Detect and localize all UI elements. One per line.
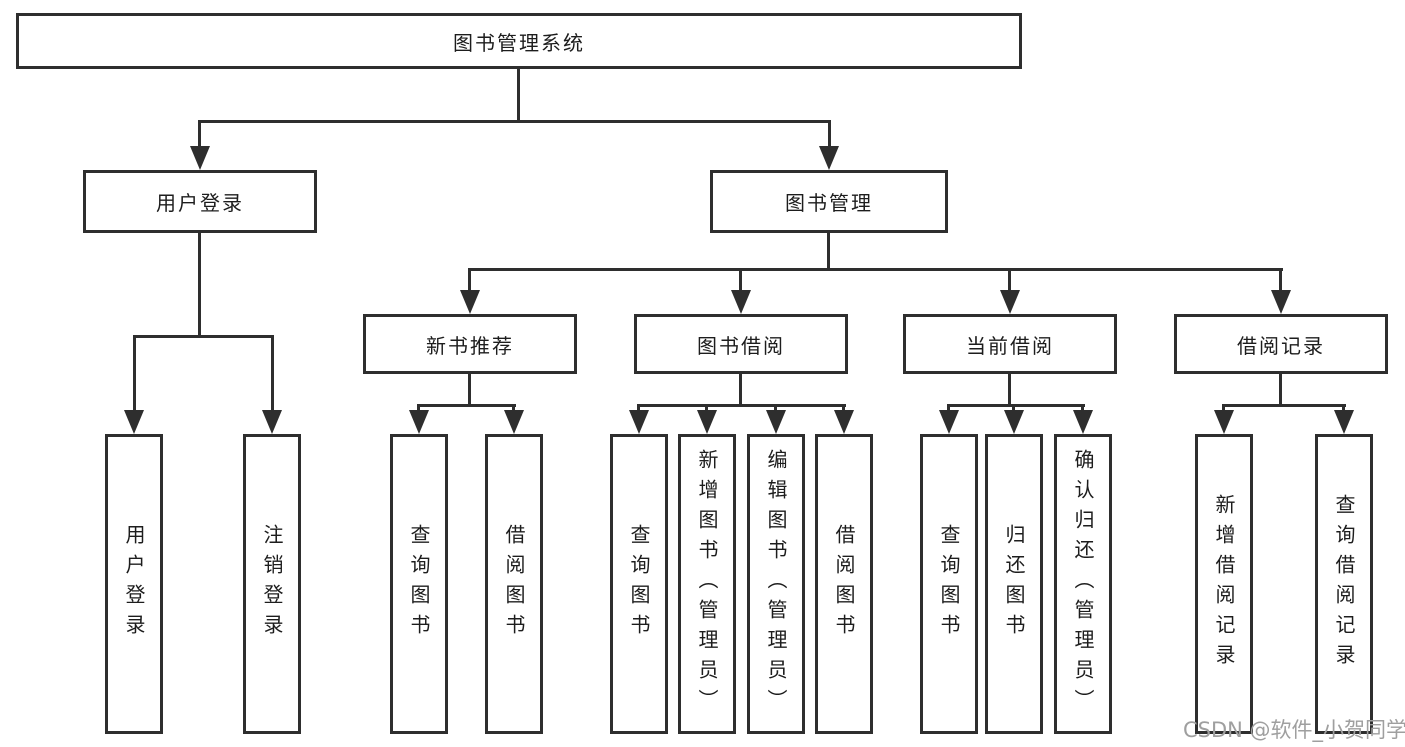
connector-line: [133, 335, 136, 414]
leaf-logout-label: 注销登录: [260, 524, 284, 644]
connector-line: [774, 404, 777, 414]
connector-line: [705, 404, 708, 414]
connector-line: [517, 68, 520, 122]
leaf-add-books-admin-label: 新增图书（管理员）: [695, 449, 719, 719]
leaf-query-books-recommend-label: 查询图书: [407, 524, 431, 644]
node-book-borrow: 图书借阅: [634, 314, 848, 374]
leaf-edit-books-admin: 编辑图书（管理员）: [747, 434, 805, 734]
connector-line: [948, 404, 1085, 407]
arrow-down-icon: [629, 410, 649, 434]
connector-line: [198, 120, 201, 150]
arrow-down-icon: [819, 146, 839, 170]
node-new-book-recommend: 新书推荐: [363, 314, 577, 374]
leaf-confirm-return-admin-label: 确认归还（管理员）: [1071, 449, 1095, 719]
arrow-down-icon: [1000, 290, 1020, 314]
csdn-watermark: CSDN @软件_小贺同学: [1183, 718, 1405, 742]
arrow-down-icon: [1271, 290, 1291, 314]
arrow-down-icon: [262, 410, 282, 434]
node-user-login-label: 用户登录: [156, 191, 244, 215]
connector-line: [1081, 404, 1084, 414]
leaf-borrow-books-recommend-label: 借阅图书: [502, 524, 526, 644]
leaf-user-login: 用户登录: [105, 434, 163, 734]
connector-line: [469, 268, 1283, 271]
connector-line: [842, 404, 845, 414]
arrow-down-icon: [1073, 410, 1093, 434]
node-book-management-label: 图书管理: [785, 191, 873, 215]
leaf-return-books: 归还图书: [985, 434, 1043, 734]
leaf-query-books-borrow-label: 查询图书: [627, 524, 651, 644]
arrow-down-icon: [124, 410, 144, 434]
leaf-edit-books-admin-label: 编辑图书（管理员）: [764, 449, 788, 719]
connector-line: [828, 120, 831, 150]
connector-line: [1012, 404, 1015, 414]
node-new-book-recommend-label: 新书推荐: [426, 333, 514, 358]
connector-line: [739, 374, 742, 407]
connector-line: [637, 404, 640, 414]
leaf-borrow-books-recommend: 借阅图书: [485, 434, 543, 734]
connector-line: [418, 404, 516, 407]
arrow-down-icon: [766, 410, 786, 434]
leaf-query-books-current: 查询图书: [920, 434, 978, 734]
arrow-down-icon: [939, 410, 959, 434]
node-borrow-records: 借阅记录: [1174, 314, 1388, 374]
connector-line: [271, 335, 274, 414]
leaf-query-books-recommend: 查询图书: [390, 434, 448, 734]
leaf-confirm-return-admin: 确认归还（管理员）: [1054, 434, 1112, 734]
node-book-management: 图书管理: [710, 170, 948, 233]
connector-line: [739, 268, 742, 294]
connector-line: [1279, 374, 1282, 407]
arrow-down-icon: [409, 410, 429, 434]
connector-line: [1008, 268, 1011, 294]
connector-line: [198, 120, 831, 123]
arrow-down-icon: [731, 290, 751, 314]
connector-line: [468, 268, 471, 294]
arrow-down-icon: [460, 290, 480, 314]
node-root-label: 图书管理系统: [453, 30, 585, 55]
leaf-query-books-current-label: 查询图书: [937, 524, 961, 644]
leaf-add-borrow-record-label: 新增借阅记录: [1212, 494, 1236, 674]
connector-line: [638, 404, 846, 407]
connector-line: [417, 404, 420, 414]
node-user-login: 用户登录: [83, 170, 317, 233]
arrow-down-icon: [190, 146, 210, 170]
leaf-return-books-label: 归还图书: [1002, 524, 1026, 644]
node-borrow-records-label: 借阅记录: [1237, 333, 1325, 358]
leaf-query-books-borrow: 查询图书: [610, 434, 668, 734]
leaf-add-borrow-record: 新增借阅记录: [1195, 434, 1253, 734]
node-book-borrow-label: 图书借阅: [697, 333, 785, 358]
leaf-borrow-books-label: 借阅图书: [832, 524, 856, 644]
arrow-down-icon: [504, 410, 524, 434]
connector-line: [1223, 404, 1346, 407]
connector-line: [1279, 268, 1282, 294]
arrow-down-icon: [1214, 410, 1234, 434]
connector-line: [1342, 404, 1345, 414]
node-current-borrow: 当前借阅: [903, 314, 1117, 374]
connector-line: [1222, 404, 1225, 414]
connector-line: [512, 404, 515, 414]
connector-line: [947, 404, 950, 414]
connector-line: [827, 233, 830, 271]
leaf-borrow-books: 借阅图书: [815, 434, 873, 734]
leaf-logout: 注销登录: [243, 434, 301, 734]
leaf-add-books-admin: 新增图书（管理员）: [678, 434, 736, 734]
arrow-down-icon: [834, 410, 854, 434]
node-current-borrow-label: 当前借阅: [966, 333, 1054, 358]
connector-line: [198, 233, 201, 338]
connector-line: [468, 374, 471, 407]
leaf-query-borrow-record: 查询借阅记录: [1315, 434, 1373, 734]
arrow-down-icon: [697, 410, 717, 434]
connector-line: [133, 335, 274, 338]
arrow-down-icon: [1004, 410, 1024, 434]
leaf-user-login-label: 用户登录: [122, 524, 146, 644]
node-root: 图书管理系统: [16, 13, 1022, 69]
connector-line: [1008, 374, 1011, 407]
arrow-down-icon: [1334, 410, 1354, 434]
leaf-query-borrow-record-label: 查询借阅记录: [1332, 494, 1356, 674]
